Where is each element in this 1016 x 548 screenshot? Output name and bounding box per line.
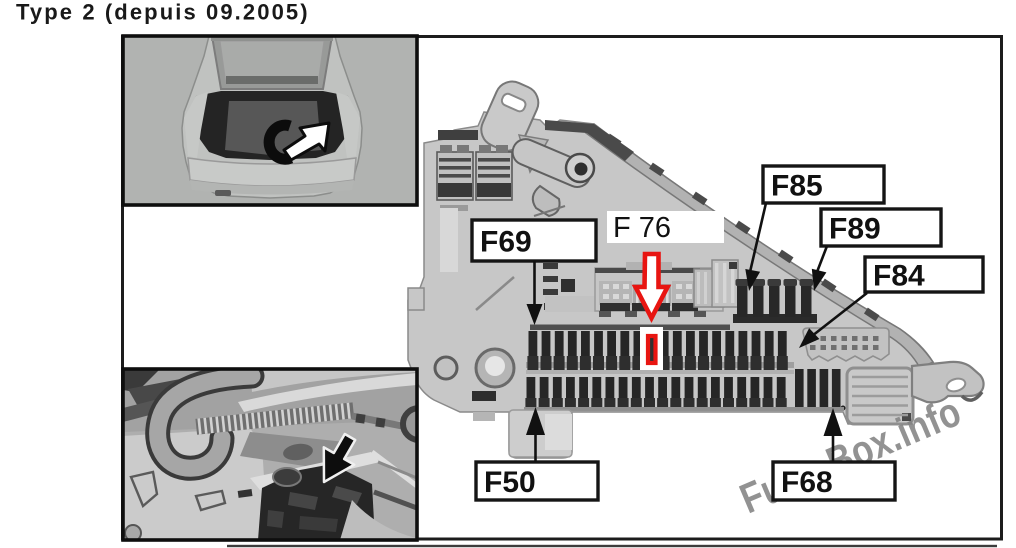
svg-text:F 76: F 76 xyxy=(613,212,671,244)
svg-text:F89: F89 xyxy=(829,212,881,245)
svg-text:Type 2 (depuis 09.2005): Type 2 (depuis 09.2005) xyxy=(16,0,310,25)
svg-text:F69: F69 xyxy=(480,225,532,258)
svg-text:F68: F68 xyxy=(781,466,833,499)
svg-text:F85: F85 xyxy=(771,169,823,202)
svg-text:F84: F84 xyxy=(873,259,925,292)
svg-text:F50: F50 xyxy=(484,466,536,499)
